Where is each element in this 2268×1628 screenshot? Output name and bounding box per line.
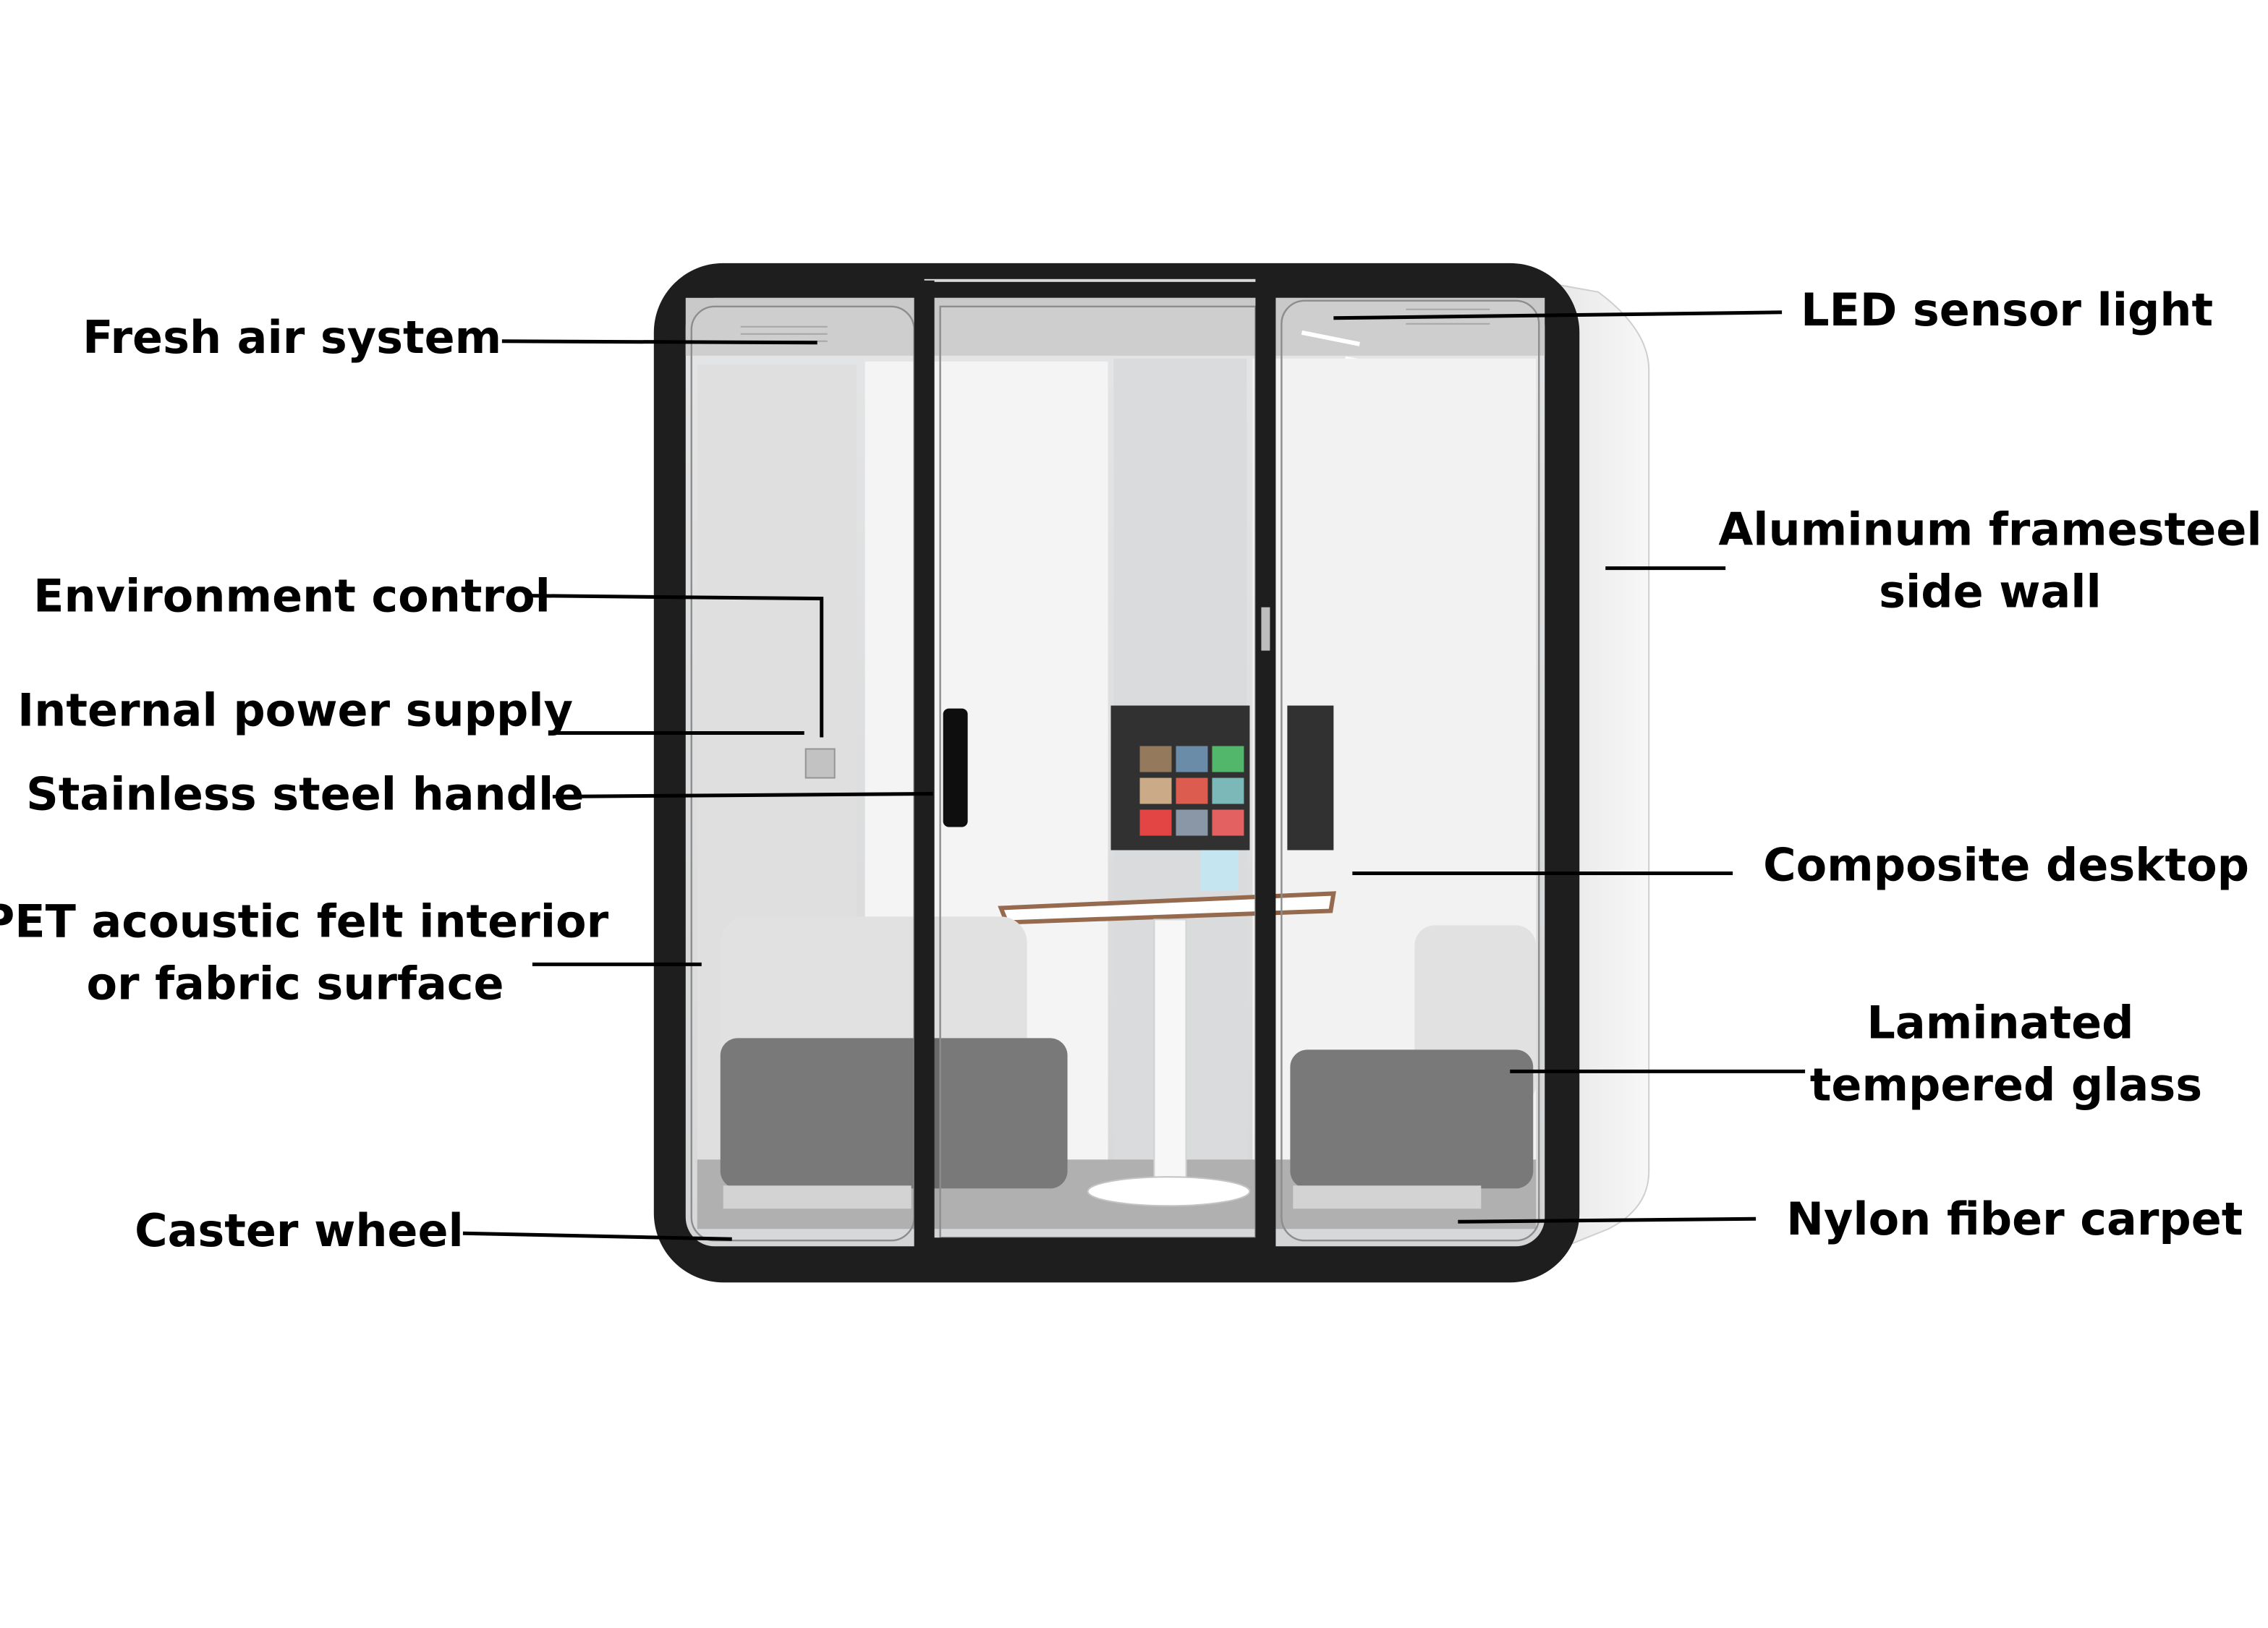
ceiling	[685, 297, 1545, 356]
label-aluminum-line2: side wall	[1879, 566, 2102, 618]
sofa-left-back	[720, 916, 1027, 1076]
screen-tiles	[1139, 746, 1244, 836]
screen-stand	[1200, 850, 1239, 891]
table-base	[1087, 1176, 1251, 1207]
sofa-left-base	[723, 1185, 912, 1209]
sofa-right-base	[1293, 1185, 1482, 1209]
leader-carpet	[1458, 1216, 1757, 1224]
sofa-left-seat	[720, 1038, 1068, 1189]
label-glass-line2: tempered glass	[1810, 1058, 2202, 1111]
leader-handle	[552, 792, 933, 799]
label-stainless-steel-handle: Stainless steel handle	[26, 768, 584, 821]
label-pet-felt-line2: or fabric surface	[86, 957, 504, 1010]
display-screen-right	[1287, 705, 1334, 851]
hinge	[1261, 607, 1270, 651]
sofa-right-seat	[1290, 1049, 1534, 1189]
label-led-sensor-light: LED sensor light	[1801, 284, 2213, 336]
leader-env-control	[529, 594, 824, 738]
label-nylon-fiber-carpet: Nylon fiber carpet	[1786, 1193, 2243, 1245]
label-aluminum-line1: Aluminum framesteel	[1718, 503, 2261, 556]
label-composite-desktop: Composite desktop	[1763, 838, 2249, 891]
mullions	[914, 271, 1276, 1273]
leader-led	[1333, 310, 1783, 320]
wall-switch	[804, 748, 836, 779]
leader-fresh-air	[501, 339, 817, 345]
leader-caster	[462, 1231, 732, 1241]
glass-panes	[690, 299, 1540, 1242]
label-glass-line1: Laminated	[1866, 996, 2133, 1049]
label-internal-power-supply: Internal power supply	[17, 684, 573, 737]
label-pet-felt-line1: PET acoustic felt interior	[0, 895, 609, 947]
table-pole	[1153, 919, 1187, 1181]
door-handle	[943, 708, 968, 827]
label-fresh-air-system: Fresh air system	[82, 311, 501, 364]
callout-labels: Fresh air system Environment control Int…	[0, 284, 2262, 1257]
label-environment-control: Environment control	[33, 570, 551, 623]
label-caster-wheel: Caster wheel	[135, 1204, 464, 1257]
phone-booth-illustration	[653, 263, 1650, 1283]
leader-lines	[462, 310, 1806, 1241]
